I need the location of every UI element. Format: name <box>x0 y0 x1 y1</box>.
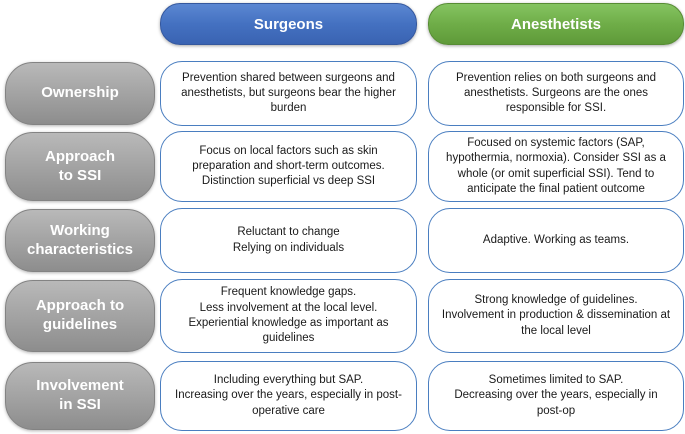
header-spacer <box>5 3 160 45</box>
column-header-anesthetists: Anesthetists <box>428 3 684 45</box>
approach-to-ssi-surgeons-cell: Focus on local factors such as skin prep… <box>160 131 417 202</box>
row-label-ownership: Ownership <box>5 62 155 125</box>
ownership-surgeons-cell: Prevention shared between surgeons and a… <box>160 61 417 126</box>
approach-to-guidelines-surgeons-cell: Frequent knowledge gaps. Less involvemen… <box>160 279 417 353</box>
header-row: Surgeons Anesthetists <box>5 3 685 45</box>
row-approach-to-ssi: Approach to SSI Focus on local factors s… <box>5 131 685 202</box>
row-ownership: Ownership Prevention shared between surg… <box>5 61 685 126</box>
row-working-characteristics: Working characteristics Reluctant to cha… <box>5 208 685 273</box>
row-label-working-characteristics: Working characteristics <box>5 209 155 272</box>
involvement-in-ssi-surgeons-cell: Including everything but SAP. Increasing… <box>160 361 417 431</box>
row-label-involvement-in-ssi: Involvement in SSI <box>5 362 155 430</box>
column-header-surgeons: Surgeons <box>160 3 417 45</box>
working-characteristics-surgeons-cell: Reluctant to change Relying on individua… <box>160 208 417 273</box>
row-approach-to-guidelines: Approach to guidelines Frequent knowledg… <box>5 279 685 353</box>
ownership-anesthetists-cell: Prevention relies on both surgeons and a… <box>428 61 684 126</box>
approach-to-guidelines-anesthetists-cell: Strong knowledge of guidelines. Involvem… <box>428 279 684 353</box>
working-characteristics-anesthetists-cell: Adaptive. Working as teams. <box>428 208 684 273</box>
row-label-approach-to-guidelines: Approach to guidelines <box>5 280 155 352</box>
approach-to-ssi-anesthetists-cell: Focused on systemic factors (SAP, hypoth… <box>428 131 684 202</box>
row-involvement-in-ssi: Involvement in SSI Including everything … <box>5 361 685 431</box>
row-label-approach-to-ssi: Approach to SSI <box>5 132 155 201</box>
involvement-in-ssi-anesthetists-cell: Sometimes limited to SAP. Decreasing ove… <box>428 361 684 431</box>
